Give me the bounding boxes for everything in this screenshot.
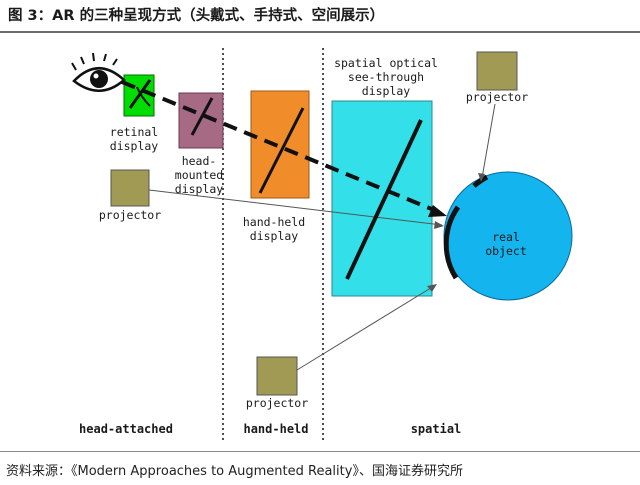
hand-held-slant <box>258 107 305 194</box>
zone-label-hand-held: hand-held <box>243 422 308 436</box>
real-object-label-line1: real <box>492 230 520 244</box>
ray-projector-left-arrow <box>434 221 444 229</box>
spatial-optical-label-line3: display <box>362 84 411 98</box>
head-mounted-label-line2: mounted <box>175 168 223 182</box>
figure-title: 图 3：AR 的三种呈现方式（头戴式、手持式、空间展示） <box>8 8 385 24</box>
hand-held-label-line1: hand-held <box>243 215 305 229</box>
source-note: 资料来源：《Modern Approaches to Augmented Rea… <box>6 464 463 479</box>
line-of-sight-arrow <box>428 205 447 217</box>
retinal-display-label-line1: retinal <box>110 125 158 139</box>
hand-held-display-panel <box>250 90 310 199</box>
real-object-circle <box>443 171 573 301</box>
retinal-beam-arc <box>136 86 151 107</box>
ray-projector-bottom-arrow <box>427 284 437 292</box>
line-of-sight <box>121 80 435 212</box>
head-mounted-label-line1: head- <box>182 154 217 168</box>
ray-projector-bottom <box>296 285 435 371</box>
head-mounted-slant <box>190 97 214 136</box>
eye-icon <box>71 52 126 92</box>
zone-label-spatial: spatial <box>411 422 462 436</box>
projector-left-box <box>110 169 150 207</box>
ray-projector-top <box>481 103 496 179</box>
source-divider <box>0 451 640 452</box>
title-divider <box>0 31 640 33</box>
projector-top-label: projector <box>466 90 528 104</box>
real-object-label-line2: object <box>485 244 527 258</box>
projector-bottom-label: projector <box>246 396 308 410</box>
head-mounted-label-line3: display <box>175 182 224 196</box>
projector-top-box <box>476 51 518 91</box>
projector-bottom-box <box>256 356 298 396</box>
hand-held-label-line2: display <box>250 229 299 243</box>
real-object-projection-arc-top <box>472 174 489 188</box>
spatial-optical-label-line1: spatial optical <box>334 56 438 70</box>
spatial-optical-label-line2: see-through <box>348 70 424 84</box>
spatial-optical-slant <box>345 119 423 280</box>
zone-label-head-attached: head-attached <box>79 422 173 436</box>
ray-projector-left <box>148 189 443 226</box>
projector-left-label: projector <box>99 208 161 222</box>
retinal-display-label-line2: display <box>110 139 159 153</box>
ray-projector-top-arrow <box>478 173 485 182</box>
real-object-projection-arc-left <box>443 205 461 280</box>
